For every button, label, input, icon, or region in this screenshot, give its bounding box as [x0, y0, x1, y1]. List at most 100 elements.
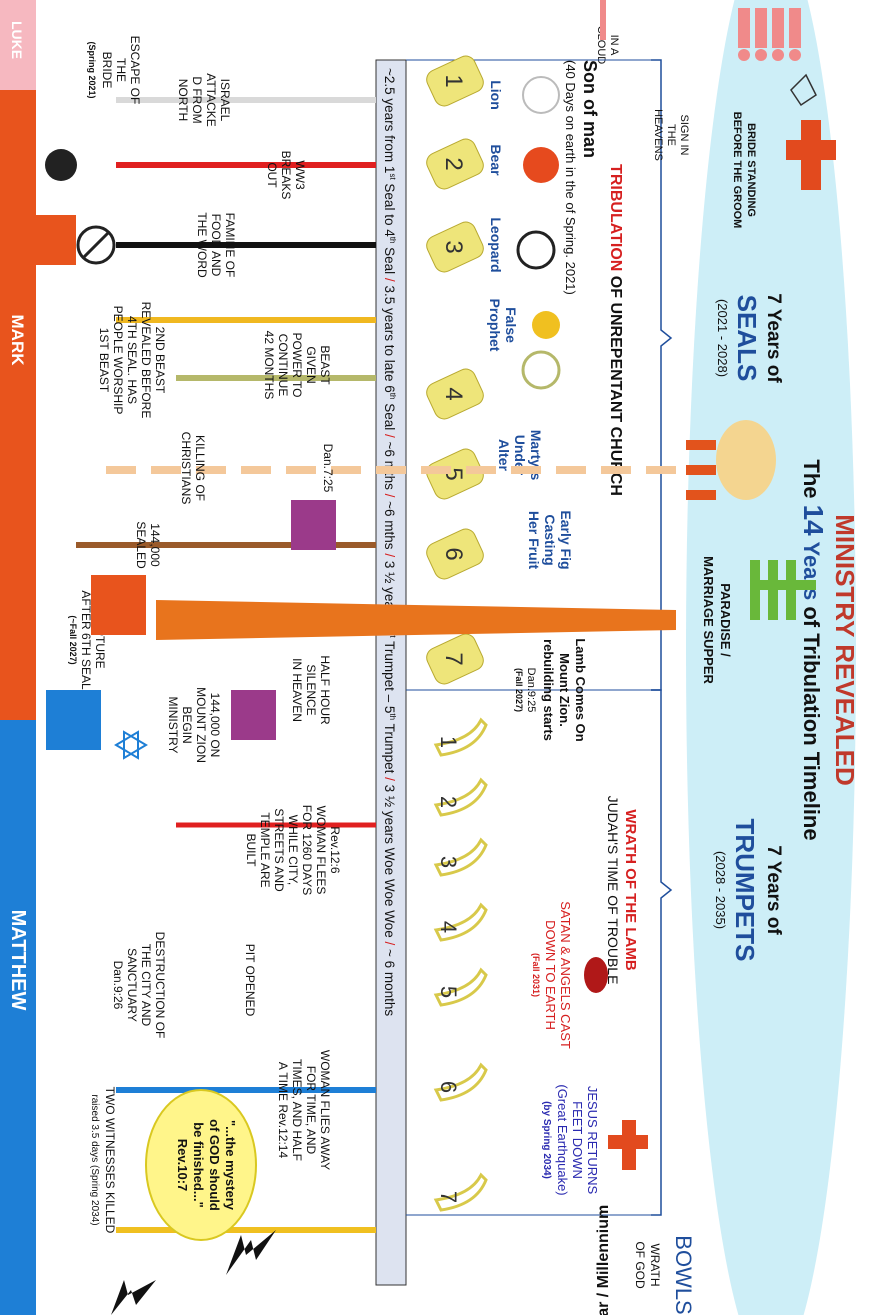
millennium-label: 1000 Year / Millennium	[595, 1205, 612, 1315]
trumpets-heading-1: 7 Years of	[763, 845, 784, 935]
svg-text:1: 1	[440, 74, 467, 87]
svg-text:AFTER 6TH SEAL: AFTER 6TH SEAL	[79, 590, 93, 690]
svg-text:CHRISTIANS: CHRISTIANS	[179, 432, 193, 505]
jesus-cross-icon	[608, 1120, 648, 1170]
seals-range: (2021 - 2028)	[715, 299, 730, 377]
svg-text:2: 2	[440, 157, 467, 170]
svg-text:NORTH: NORTH	[176, 79, 190, 121]
jesus-returns-1: JESUS RETURNS	[585, 1086, 600, 1195]
bowls-sub-2: OF GOD	[633, 1241, 647, 1289]
svg-text:THE CITY AND: THE CITY AND	[139, 944, 153, 1027]
svg-text:WOMAN FLIES AWAY: WOMAN FLIES AWAY	[318, 1050, 332, 1170]
svg-text:IN HEAVEN: IN HEAVEN	[290, 658, 304, 722]
svg-text:TEMPLE ARE: TEMPLE ARE	[258, 812, 272, 887]
seals-row: 1 2 3 4 5 6 7	[426, 55, 484, 685]
gospel-matthew: MATTHEW	[7, 910, 29, 1011]
trumpet-7: 7	[433, 1172, 488, 1212]
svg-text:BRIDE: BRIDE	[100, 52, 114, 89]
svg-text:4TH SEAL. HAS: 4TH SEAL. HAS	[125, 316, 139, 404]
bride-figures-icon	[738, 8, 801, 61]
svg-text:THE WORD: THE WORD	[195, 212, 209, 278]
svg-text:3: 3	[440, 240, 467, 253]
star-of-david-icon	[114, 730, 148, 760]
svg-text:WW3: WW3	[293, 160, 307, 190]
son-of-man-title: Son of man	[580, 60, 600, 158]
svg-text:FOOD AND: FOOD AND	[209, 214, 223, 277]
svg-text:POWER TO: POWER TO	[290, 333, 304, 398]
trumpets-brace	[651, 689, 673, 1216]
subtitle-pre: The	[799, 459, 824, 504]
wrath-sub: JUDAH'S TIME OF TROUBLE	[605, 796, 621, 985]
svg-text:(Fall 2027): (Fall 2027)	[514, 668, 524, 712]
svg-text:7: 7	[440, 652, 467, 665]
false-prophet-2: Prophet	[487, 299, 503, 352]
jesus-returns-2: FEET DOWN	[570, 1101, 585, 1179]
leopard-label: Leopard	[488, 217, 504, 272]
trumpet-6: 6	[433, 1062, 488, 1102]
svg-text:TIMES, AND HALF: TIMES, AND HALF	[290, 1059, 304, 1161]
jesus-returns-3: (Great Earthquake)	[555, 1084, 570, 1195]
svg-text:Mount Zion.: Mount Zion.	[557, 653, 572, 727]
svg-text:raised 3.5 days (Spring 2034): raised 3.5 days (Spring 2034)	[89, 1094, 100, 1225]
satan-icon	[584, 957, 608, 993]
svg-text:(Spring 2021): (Spring 2021)	[87, 41, 97, 98]
trumpet-4: 4	[433, 902, 488, 942]
main-title: MINISTRY REVEALED	[830, 514, 860, 786]
lightning-icon	[111, 1230, 276, 1315]
svg-text:FOR TIME, AND: FOR TIME, AND	[304, 1066, 318, 1155]
gospel-matthew-bar	[0, 720, 36, 1315]
tribulation-label: TRIBULATION OF UNREPENTANT CHURCH	[607, 164, 624, 496]
svg-text:FOR 1260 DAYS: FOR 1260 DAYS	[300, 805, 314, 895]
svg-text:GIVEN: GIVEN	[304, 346, 318, 383]
svg-text:PEOPLE WORSHIP: PEOPLE WORSHIP	[111, 306, 125, 415]
paradise-1: PARADISE /	[718, 583, 733, 657]
svg-text:KILLING OF: KILLING OF	[193, 435, 207, 501]
svg-text:42 MONTHS: 42 MONTHS	[262, 331, 276, 400]
martyrs-altar-icon	[686, 420, 776, 500]
svg-text:TWO WITNESSES KILLED: TWO WITNESSES KILLED	[103, 1087, 117, 1234]
bear-icon	[523, 147, 559, 183]
beast-labels: Lion Bear Leopard False Prophet Martyrs …	[487, 80, 574, 569]
svg-text:STREETS AND: STREETS AND	[272, 808, 286, 892]
svg-text:THE: THE	[114, 58, 128, 82]
earlyfig-1: Early Fig	[558, 510, 574, 569]
svg-text:SILENCE: SILENCE	[304, 664, 318, 715]
no-cross-icon	[76, 225, 116, 265]
trumpets-row: 1 2 3 4 5 6 7	[433, 717, 488, 1212]
seal-1: 1	[426, 55, 484, 107]
lion-label: Lion	[488, 80, 504, 110]
svg-text:2ND BEAST: 2ND BEAST	[153, 327, 167, 394]
seal-2: 2	[426, 138, 484, 190]
seal-3: 3	[426, 221, 484, 273]
svg-text:be finished...": be finished..."	[191, 1122, 206, 1208]
subtitle-num: 14	[798, 505, 829, 537]
timeline-bar	[375, 59, 407, 1286]
svg-text:144,000 ON: 144,000 ON	[208, 693, 222, 758]
svg-text:WOMAN FLEES: WOMAN FLEES	[314, 806, 328, 895]
bear-label: Bear	[488, 144, 504, 176]
svg-text:6: 6	[436, 1081, 461, 1093]
svg-text:(Fall 2031): (Fall 2031)	[531, 953, 541, 997]
svg-text:1ST BEAST: 1ST BEAST	[97, 328, 111, 393]
jesus-returns-4: (by Spring 2034)	[541, 1101, 552, 1179]
svg-text:REVEALED BEFORE: REVEALED BEFORE	[139, 302, 153, 419]
seals-heading-1: 7 Years of	[763, 293, 784, 383]
svg-text:DOWN TO EARTH: DOWN TO EARTH	[543, 920, 558, 1030]
mystery-bubble: "...the mystery of GOD should be finishe…	[145, 1089, 257, 1241]
subtitle-post: of Tribulation Timeline	[799, 600, 824, 840]
son-of-man-arrow	[600, 0, 606, 40]
earlyfig-3: Her Fruit	[526, 511, 542, 570]
seal-6: 6	[426, 528, 484, 580]
svg-text:DESTRUCTION OF: DESTRUCTION OF	[153, 932, 167, 1039]
martyrs-2: Under	[512, 435, 528, 476]
svg-text:HALF HOUR: HALF HOUR	[318, 655, 332, 725]
